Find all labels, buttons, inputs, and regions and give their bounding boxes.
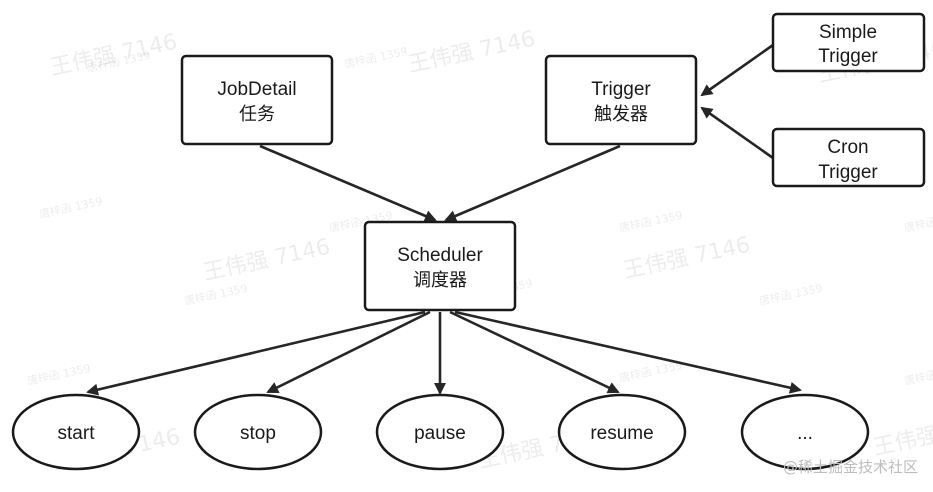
- action-resume: resume: [557, 393, 687, 471]
- watermark-text: 唐梓函 1359: [903, 361, 933, 388]
- action-pause-ellipse: [375, 393, 505, 471]
- action-stop-ellipse: [193, 393, 323, 471]
- trigger-label: Trigger: [591, 79, 651, 100]
- action-start: start: [11, 393, 141, 471]
- simple-trigger-box: [771, 12, 926, 73]
- scheduler-box: [363, 220, 517, 312]
- scheduler-label: Scheduler: [397, 245, 483, 266]
- jobdetail-box: [180, 54, 334, 146]
- watermark-text: 唐梓函 1359: [343, 44, 409, 71]
- action-resume-ellipse: [557, 393, 687, 471]
- trigger-sublabel: 触发器: [594, 104, 648, 125]
- watermark-text: 王伟强 7146: [406, 27, 537, 78]
- trigger-node: Trigger 触发器: [544, 54, 698, 146]
- arrow-scheduler-to-stop: [266, 310, 431, 394]
- action-more-ellipse: [740, 393, 870, 471]
- cron-trigger-sublabel: Trigger: [818, 162, 878, 183]
- watermark-text: 唐梓函 1359: [758, 281, 824, 308]
- watermark-text: 唐梓函 1359: [183, 281, 249, 308]
- scheduler-sublabel: 调度器: [413, 270, 467, 291]
- action-more-label: ...: [797, 423, 813, 444]
- arrow-cron-trigger-to-trigger: [700, 106, 774, 160]
- watermark-text: 唐梓函 1359: [38, 194, 104, 221]
- action-stop-label: stop: [240, 423, 276, 444]
- watermark-text: 唐梓函 1359: [903, 208, 933, 235]
- watermark-text: 王伟强 7146: [871, 410, 933, 461]
- cron-trigger-node: Cron Trigger: [771, 127, 926, 188]
- action-resume-label: resume: [590, 423, 653, 444]
- action-pause-label: pause: [414, 423, 466, 444]
- connectors: [86, 43, 802, 396]
- watermark-text: 唐梓函 1359: [26, 361, 92, 388]
- jobdetail-sublabel: 任务: [239, 104, 275, 125]
- arrow-simple-trigger-to-trigger: [700, 43, 774, 97]
- scheduler-node: Scheduler 调度器: [363, 220, 517, 312]
- cron-trigger-label: Cron: [827, 137, 868, 158]
- action-stop: stop: [193, 393, 323, 471]
- arrow-jobdetail-to-scheduler: [259, 144, 437, 222]
- action-start-ellipse: [11, 393, 141, 471]
- arrow-trigger-to-scheduler: [444, 144, 621, 222]
- jobdetail-node: JobDetail 任务: [180, 54, 334, 146]
- jobdetail-label: JobDetail: [217, 79, 296, 100]
- watermark-text: 王伟强 7146: [48, 30, 179, 81]
- watermark-text: 王伟强 7146: [201, 235, 332, 286]
- simple-trigger-node: Simple Trigger: [771, 12, 926, 73]
- arrow-scheduler-to-more: [454, 310, 802, 394]
- action-pause: pause: [375, 393, 505, 471]
- trigger-box: [544, 54, 698, 146]
- watermark-text: 王伟强 7146: [621, 233, 752, 284]
- watermark-text: 唐梓函 1359: [618, 208, 684, 235]
- simple-trigger-sublabel: Trigger: [818, 46, 878, 67]
- arrow-scheduler-to-resume: [449, 310, 620, 394]
- action-start-label: start: [58, 423, 96, 444]
- arrow-scheduler-to-start: [86, 310, 426, 396]
- cron-trigger-box: [771, 127, 926, 188]
- source-credit: @稀土掘金技术社区: [783, 458, 918, 476]
- action-more: ...: [740, 393, 870, 471]
- simple-trigger-label: Simple: [819, 22, 877, 43]
